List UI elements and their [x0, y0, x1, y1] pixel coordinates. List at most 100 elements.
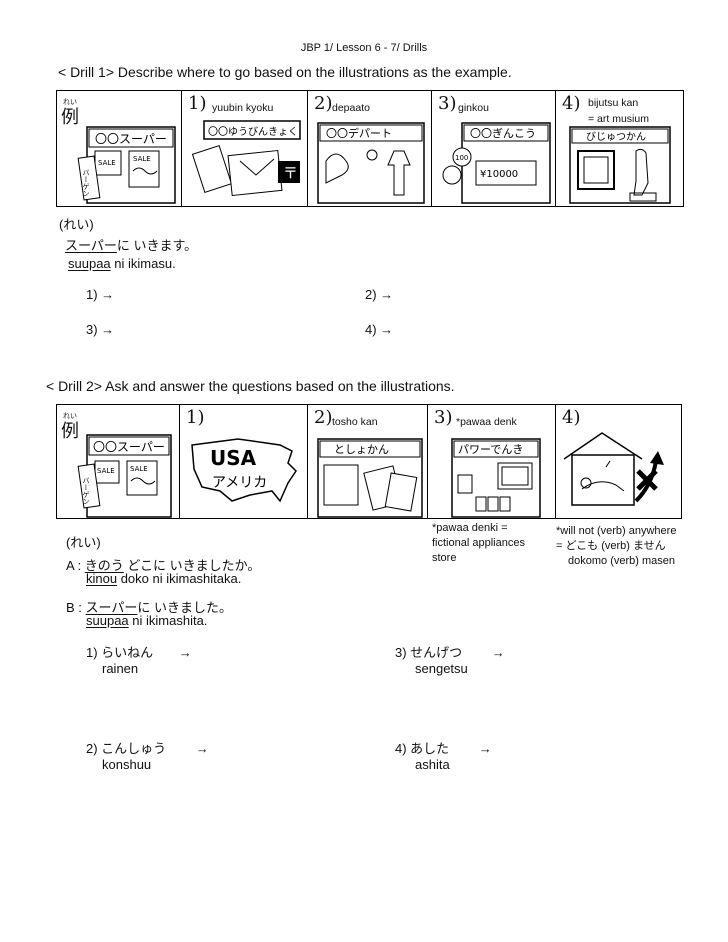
post-office-illustration: 〇〇ゆうびんきょく 〒	[191, 120, 301, 197]
drill1-cell-3: 3) ginkou 〇〇ぎんこう 100 ¥10000	[432, 91, 556, 206]
bank-sign: 〇〇ぎんこう	[470, 126, 536, 140]
art-museum-illustration: びじゅつかん	[569, 126, 671, 204]
drill2-b-japanese-rest: に いきました。	[137, 600, 233, 615]
drill1-example-cell: れい 例 〇〇スーパー SALE SALE バーゲン	[57, 91, 182, 206]
drill2-example-cell: れい 例 〇〇スーパー SALE SALE バーゲン	[57, 405, 180, 518]
item-arrow: →	[491, 645, 505, 660]
usa-label: USA	[210, 446, 257, 470]
rei-kanji: 例	[61, 107, 79, 128]
drill1-illustration-strip: れい 例 〇〇スーパー SALE SALE バーゲン 1) yuubin kyo…	[56, 90, 684, 207]
art-museum-sign: びじゅつかん	[586, 131, 646, 143]
drill2-b-romaji-rest: ni ikimashita.	[128, 613, 208, 628]
drill2-a-romaji-keyword: kinou	[86, 571, 118, 586]
item-japanese: 2) こんしゅう	[86, 741, 167, 756]
drill1-answer-2: 2) →	[365, 287, 394, 302]
bargain-banner: バーゲン	[82, 477, 90, 505]
library-sign: としょかん	[334, 443, 389, 456]
rei-kanji: 例	[61, 421, 79, 442]
drill2-a-romaji-rest: doko ni ikimashitaka.	[117, 571, 242, 586]
note-line: = どこも (verb) ません	[556, 540, 666, 552]
item-arrow: →	[195, 741, 209, 756]
drill2-a-japanese-keyword: きのう	[84, 558, 124, 573]
supermarket-illustration: 〇〇スーパー SALE SALE バーゲン	[77, 126, 176, 204]
drill1-title: < Drill 1> Describe where to go based on…	[58, 64, 512, 80]
cell-label: yuubin kyoku	[212, 102, 274, 114]
drill1-cell-4: 4) bijutsu kan = art musium びじゅつかん	[556, 91, 680, 206]
cell-label: tosho kan	[332, 416, 378, 428]
drill1-rei-label: (れい)	[59, 217, 94, 232]
drill1-rei-japanese: スーパーに いきます。	[65, 235, 197, 254]
drill2-b-japanese: B : スーパーに いきました。	[66, 597, 232, 616]
drill2-item-4: 4) あした → ashita	[395, 738, 492, 772]
drill1-rei-romaji: suupaa ni ikimasu.	[68, 256, 176, 271]
cell-number: 1)	[188, 93, 207, 114]
drill2-a-japanese: A : きのう どこに いきましたか。	[66, 555, 260, 574]
post-office-sign: 〇〇ゆうびんきょく	[208, 126, 298, 138]
drill1-answer-4: 4) →	[365, 322, 394, 337]
item-romaji: ashita	[415, 757, 450, 772]
drill1-rei-japanese-keyword: スーパー	[65, 238, 117, 253]
drill2-title: < Drill 2> Ask and answer the questions …	[46, 378, 455, 394]
item-japanese: 1) らいねん	[86, 645, 154, 660]
dokomo-masen-note: *will not (verb) anywhere = どこも (verb) ま…	[556, 524, 676, 569]
coin-icon: 100	[455, 154, 468, 162]
cell-label: *pawaa denk	[456, 416, 517, 428]
drill1-rei-japanese-rest: に いきます。	[116, 238, 198, 253]
cell-label: depaato	[332, 102, 370, 114]
drill2-b-romaji: suupaa ni ikimashita.	[86, 613, 207, 628]
stay-home-illustration	[563, 432, 664, 506]
drill1-rei-romaji-rest: ni ikimasu.	[110, 256, 176, 271]
bargain-banner: バーゲン	[82, 169, 90, 197]
america-label: アメリカ	[212, 475, 267, 491]
speaker-b: B :	[66, 600, 86, 615]
item-romaji: konshuu	[102, 757, 152, 772]
appliance-store-sign: パワーでんき	[458, 443, 523, 456]
sale-tag: SALE	[98, 159, 116, 167]
department-store-sign: 〇〇デパート	[326, 126, 392, 140]
drill2-cell-2: 2) tosho kan としょかん	[308, 405, 428, 518]
drill2-b-japanese-keyword: スーパー	[85, 600, 138, 615]
cell-number: 4)	[562, 93, 581, 114]
drill1-answer-1: 1) →	[86, 287, 115, 302]
pawaa-denki-note: *pawaa denki = fictional appliances stor…	[432, 521, 525, 566]
supermarket-sign: 〇〇スーパー	[95, 132, 167, 146]
library-illustration: としょかん	[317, 438, 423, 518]
rei-furigana: れい	[63, 413, 77, 420]
drill2-a-japanese-rest: どこに いきましたか。	[123, 558, 261, 573]
cell-number: 4)	[562, 407, 581, 428]
usa-map-illustration: USA アメリカ	[191, 438, 297, 503]
banknote-icon: ¥10000	[480, 169, 518, 180]
note-line: *will not (verb) anywhere	[556, 525, 677, 537]
cell-label-translation: = art musium	[588, 113, 649, 125]
item-arrow: →	[478, 741, 492, 756]
cell-number: 3)	[434, 407, 453, 428]
appliance-store-illustration: パワーでんき	[451, 438, 541, 518]
item-japanese: 3) せんげつ	[395, 645, 463, 660]
drill1-cell-2: 2) depaato 〇〇デパート	[308, 91, 432, 206]
drill1-rei-romaji-keyword: suupaa	[68, 256, 111, 271]
cell-number: 1)	[186, 407, 205, 428]
item-japanese: 4) あした	[395, 741, 450, 756]
sale-tag: SALE	[97, 467, 115, 475]
bank-illustration: 〇〇ぎんこう 100 ¥10000	[442, 122, 551, 204]
drill1-cell-1: 1) yuubin kyoku 〇〇ゆうびんきょく 〒	[182, 91, 308, 206]
drill1-answer-3: 3) →	[86, 322, 115, 337]
speaker-a: A :	[66, 558, 85, 573]
drill2-b-romaji-keyword: suupaa	[86, 613, 129, 628]
note-line: *pawaa denki =	[432, 522, 508, 534]
cell-label: ginkou	[458, 102, 489, 114]
drill2-rei-label: (れい)	[66, 535, 101, 550]
postal-mark-icon: 〒	[283, 164, 298, 182]
drill2-cell-1: 1) USA アメリカ	[180, 405, 308, 518]
cell-number: 3)	[438, 93, 457, 114]
cell-number: 2)	[314, 407, 333, 428]
drill2-cell-3: 3) *pawaa denk パワーでんき	[428, 405, 556, 518]
department-store-illustration: 〇〇デパート	[317, 122, 425, 204]
sale-tag: SALE	[130, 465, 148, 473]
note-line: dokomo (verb) masen	[568, 555, 675, 567]
drill2-item-1: 1) らいねん → rainen	[86, 642, 192, 676]
drill2-cell-4: 4)	[556, 405, 681, 518]
page-header: JBP 1/ Lesson 6 - 7/ Drills	[300, 42, 428, 54]
sale-tag: SALE	[133, 155, 151, 163]
note-line: store	[432, 552, 457, 564]
